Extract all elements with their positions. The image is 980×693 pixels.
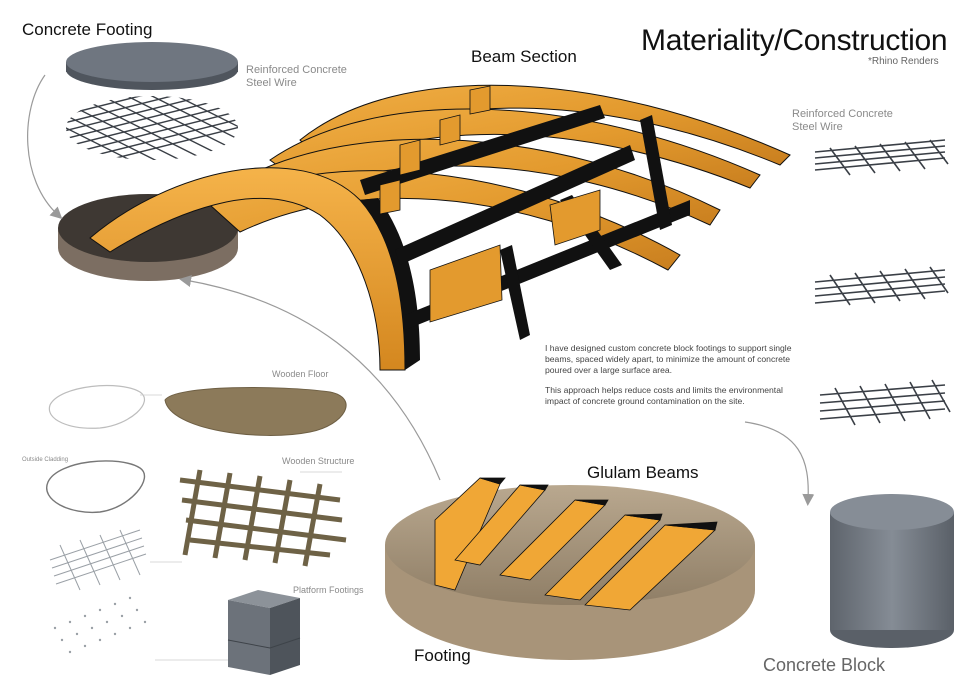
steel-wire-mesh-right-1 — [814, 139, 949, 176]
label-rc-wire-top-line1: Reinforced Concrete — [246, 64, 347, 76]
label-rc-wire-right-line2: Steel Wire — [792, 121, 843, 133]
wooden-structure-render — [179, 469, 347, 567]
page-title: Materiality/Construction — [641, 24, 948, 57]
label-wooden-structure: Wooden Structure — [282, 456, 355, 466]
steel-mesh-left — [49, 529, 147, 591]
page-subtitle: *Rhino Renders — [868, 56, 939, 67]
steel-wire-mesh-right-3 — [819, 379, 951, 426]
arrow-center-curve — [179, 275, 441, 481]
outside-cladding-outline-2 — [46, 460, 146, 514]
steel-wire-mesh-top — [66, 96, 238, 160]
steel-wire-mesh-right-2 — [814, 266, 949, 306]
label-concrete-block: Concrete Block — [763, 655, 886, 675]
label-rc-wire-top: Reinforced Concrete Steel Wire — [246, 64, 347, 90]
platform-guide-lines — [140, 394, 342, 661]
label-outside-cladding: Outside Cladding — [22, 457, 69, 463]
arrow-right-curve — [744, 421, 815, 506]
label-rc-wire-right: Reinforced Concrete Steel Wire — [792, 108, 893, 134]
label-platform-footings: Platform Footings — [293, 585, 364, 595]
description-text: I have designed custom concrete block fo… — [545, 343, 793, 415]
label-concrete-footing: Concrete Footing — [22, 20, 153, 39]
glulam-footing-render — [385, 477, 755, 660]
concrete-block-render — [830, 494, 954, 648]
label-rc-wire-top-line2: Steel Wire — [246, 77, 297, 89]
wooden-floor-render — [164, 386, 347, 436]
concrete-footing-slab — [66, 42, 238, 90]
label-footing: Footing — [414, 646, 471, 665]
platform-footing-block — [227, 590, 301, 675]
footing-dots-left — [53, 596, 147, 654]
label-rc-wire-right-line1: Reinforced Concrete — [792, 108, 893, 120]
label-wooden-floor: Wooden Floor — [272, 369, 329, 379]
outside-cladding-outline-1 — [48, 384, 146, 429]
description-paragraph-2: This approach helps reduce costs and lim… — [545, 384, 783, 406]
description-paragraph-1: I have designed custom concrete block fo… — [545, 343, 792, 376]
label-glulam-beams: Glulam Beams — [587, 463, 699, 482]
beam-section-render — [89, 84, 791, 371]
arrow-left-curve — [27, 74, 63, 220]
label-beam-section: Beam Section — [471, 47, 577, 66]
